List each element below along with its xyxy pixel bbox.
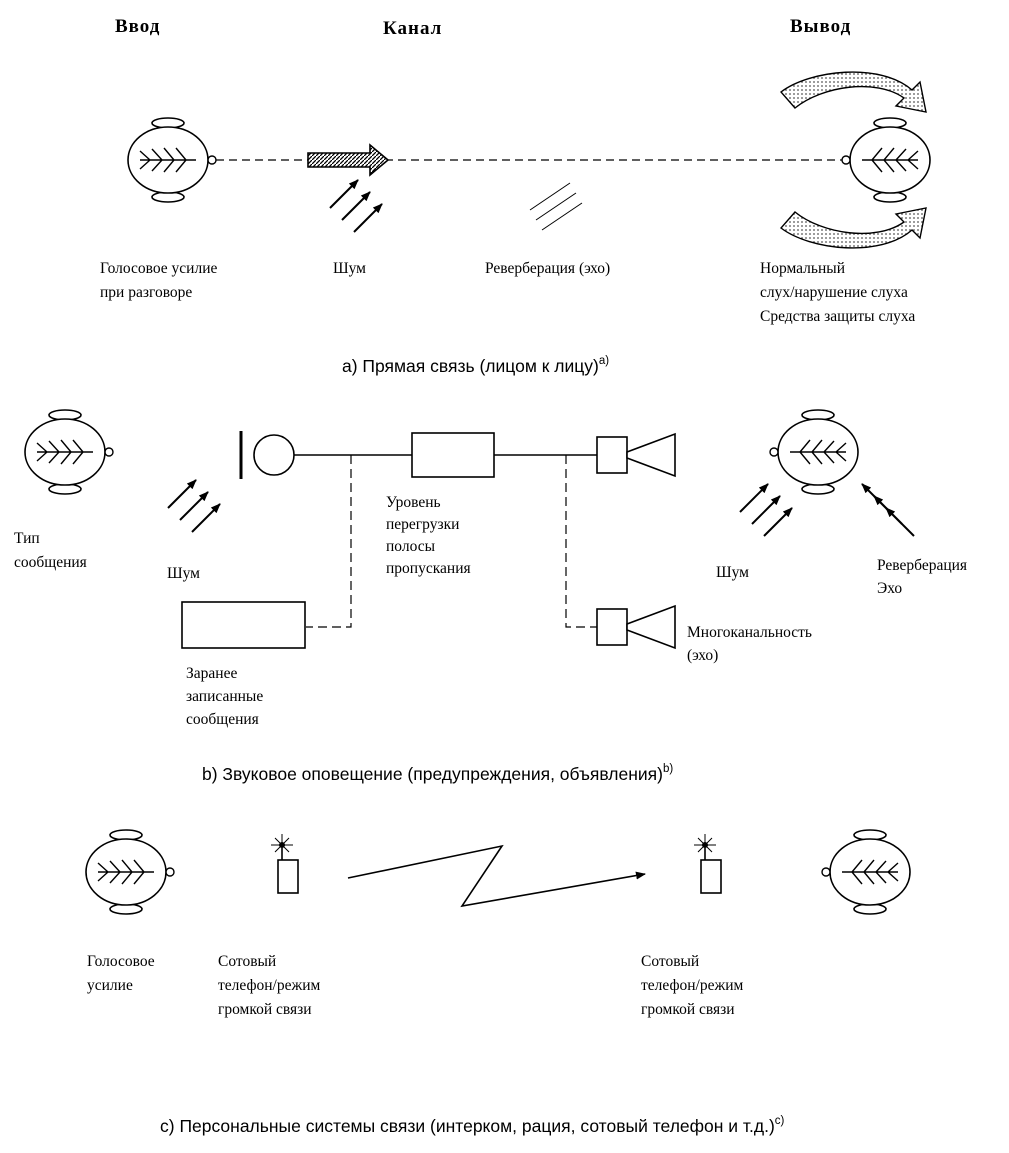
noise-label: Шум — [333, 260, 366, 277]
voice-effort-c-label: Голосовое усилие — [87, 953, 159, 994]
section-b: Тип сообщения Шум Уровень перегрузки пол… — [14, 409, 971, 784]
noise-arrows-right-icon — [740, 484, 792, 536]
receiver-head — [821, 829, 911, 915]
speaker-head — [127, 117, 217, 203]
prerecorded-label: Заранее записанные сообщения — [186, 665, 267, 728]
section-c: Голосовое усилие Сотовый телефон/режим г… — [85, 829, 911, 1136]
listener-head — [841, 117, 931, 203]
loudspeaker-icon — [596, 433, 676, 477]
section-a: Голосовое усилие при разговоре Шум Ревер… — [100, 71, 931, 376]
cellphone-left-icon — [270, 833, 299, 894]
noise-left-label: Шум — [167, 565, 200, 582]
second-loudspeaker-icon — [596, 605, 676, 649]
caption-a: a) Прямая связь (лицом к лицу)a) — [342, 355, 609, 376]
reverb-echo-label: Реверберация Эхо — [877, 557, 971, 597]
noise-arrows-left-icon — [168, 480, 220, 532]
noise-arrows-icon — [330, 180, 382, 232]
amplifier-box — [411, 432, 495, 478]
curved-arrow-bottom-icon — [779, 207, 927, 249]
phone-left-label: Сотовый телефон/режим громкой связи — [218, 953, 324, 1018]
curved-arrow-top-icon — [779, 71, 927, 113]
message-type-label: Тип сообщения — [14, 530, 87, 571]
cellphone-right-icon — [693, 833, 722, 894]
hearing-label: Нормальный слух/нарушение слуха Средства… — [760, 260, 915, 325]
reverberation-lines-icon — [529, 182, 583, 231]
announcer-head — [24, 409, 114, 495]
voice-effort-label: Голосовое усилие при разговоре — [100, 260, 221, 301]
audience-head — [769, 409, 859, 495]
noise-right-label: Шум — [716, 564, 749, 581]
reverb-arrows-icon — [862, 484, 914, 536]
recorder-box — [181, 601, 306, 649]
caller-head — [85, 829, 175, 915]
reverberation-label: Реверберация (эхо) — [485, 260, 610, 277]
header-channel: Канал — [383, 18, 442, 39]
phone-right-label: Сотовый телефон/режим громкой связи — [641, 953, 747, 1018]
microphone-icon — [253, 434, 295, 476]
wireless-link-icon — [347, 844, 646, 908]
multichannel-label: Многоканальность (эхо) — [687, 624, 816, 664]
hatched-arrow-icon — [307, 143, 390, 177]
header-output: Вывод — [790, 16, 851, 37]
caption-b: b) Звуковое оповещение (предупреждения, … — [202, 763, 673, 784]
header-input: Ввод — [115, 16, 160, 37]
caption-c: c) Персональные системы связи (интерком,… — [160, 1115, 785, 1136]
overload-label: Уровень перегрузки полосы пропускания — [386, 494, 471, 577]
